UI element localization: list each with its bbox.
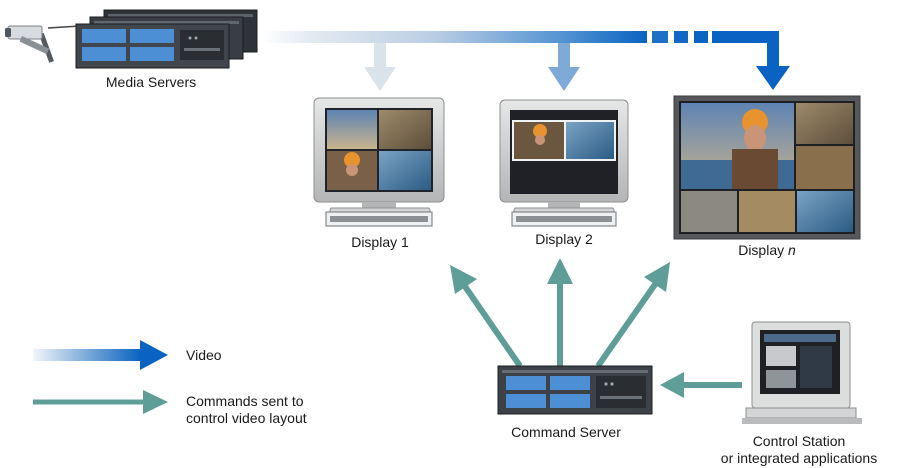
display-1-keyboard: [325, 211, 433, 227]
workstation-icon: [742, 321, 862, 424]
display-n-label-variable: n: [788, 242, 796, 258]
legend-video-arrow: [33, 340, 168, 370]
display-n-label: Display n: [738, 242, 796, 259]
command-server-icon: [497, 365, 653, 415]
control-station-label-line1: Control Station: [752, 433, 846, 449]
media-servers-label: Media Servers: [105, 74, 197, 90]
legend-command-arrow: [33, 390, 168, 414]
command-server-label: Command Server: [511, 424, 621, 440]
camera-icon: [5, 25, 81, 63]
media-server-icon: [75, 9, 258, 69]
control-station-label: Control Station or integrated applicatio…: [721, 433, 877, 467]
video-bus: [262, 31, 708, 43]
legend-video-label: Video: [186, 347, 222, 363]
command-arrow-display-n: [595, 262, 670, 368]
command-arrow-from-control-station: [660, 372, 742, 398]
video-bus-corner: [712, 31, 790, 90]
display-2-monitor-icon: [499, 99, 629, 217]
display-n-label-prefix: Display: [738, 242, 788, 258]
display-1-monitor-icon: [313, 97, 445, 217]
command-arrow-display-1: [450, 265, 523, 368]
legend-commands-label: Commands sent to control video layout: [186, 393, 307, 427]
command-arrow-display-2: [547, 258, 573, 366]
display-2-keyboard: [511, 211, 617, 227]
video-drop-display-2: [548, 43, 580, 91]
legend-commands-line2: control video layout: [186, 410, 307, 426]
legend-commands-line1: Commands sent to: [186, 393, 304, 409]
video-wall-icon: [673, 95, 861, 240]
display-2-label: Display 2: [535, 231, 593, 247]
video-drop-display-1: [364, 43, 396, 91]
display-1-label: Display 1: [351, 234, 409, 250]
control-station-label-line2: or integrated applications: [720, 450, 878, 466]
media-server-rack-front: [75, 23, 230, 69]
